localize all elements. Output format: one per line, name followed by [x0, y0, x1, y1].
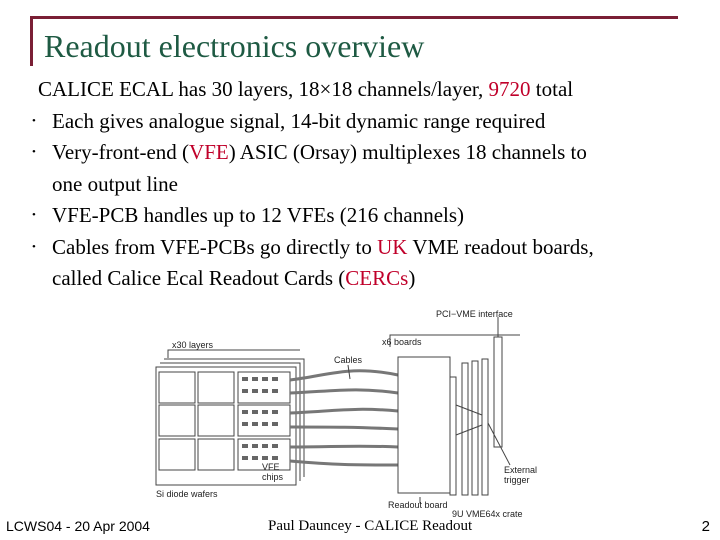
vfe-highlight: VFE [189, 140, 229, 164]
label-cables: Cables [334, 355, 363, 365]
bullet-4-cont-b: ) [408, 266, 416, 290]
vfe-chips [242, 377, 278, 460]
label-chips: chips [262, 472, 284, 482]
times-symbol: × [319, 77, 332, 101]
readout-board-edge [449, 376, 457, 496]
bullet-icon: • [32, 209, 36, 221]
intro-line: CALICE ECAL has 30 layers, 18×18 channel… [38, 74, 698, 106]
vfe-pcb [237, 404, 291, 437]
wafer-block [197, 404, 235, 437]
label-vfe: VFE [262, 462, 280, 472]
wafer-block [197, 371, 235, 404]
boards-bracket [389, 334, 520, 347]
bullet-1-text: Each gives analogue signal, 14-bit dynam… [52, 108, 546, 133]
intro-text-a: CALICE ECAL has 30 layers, 18 [38, 77, 320, 101]
total-channels: 9720 [488, 77, 531, 101]
layers-bracket [167, 349, 300, 358]
bullet-2-text-a: Very-front-end ( [52, 140, 190, 164]
bullet-2-text-b: ) ASIC (Orsay) multiplexes 18 channels t… [228, 140, 587, 164]
label-readout-board: Readout board [388, 500, 448, 510]
label-x6-boards: x6 boards [382, 337, 422, 347]
bullet-2-continuation: one output line [52, 171, 178, 196]
wafer-block [158, 371, 196, 404]
title-bar: Readout electronics overview [30, 16, 678, 66]
bullet-4: •Cables from VFE-PCBs go directly to UK … [32, 232, 698, 264]
bullet-4-continuation: called Calice Ecal Readout Cards (CERCs) [38, 263, 698, 295]
trigger-line [455, 424, 483, 436]
bullet-1: • Each gives analogue signal, 14-bit dyna… [32, 106, 698, 138]
slide-title: Readout electronics overview [44, 28, 425, 64]
label-pci-vme: PCI−VME interface [436, 309, 513, 319]
bullet-4-cont-a: called Calice Ecal Readout Cards ( [52, 266, 346, 290]
title-left-rule [30, 16, 33, 66]
board-slot [481, 358, 489, 496]
bullet-4-text-b: VME readout boards, [407, 234, 594, 259]
label-vme-crate: 9U VME64x crate [452, 509, 523, 517]
wafer-block [158, 438, 196, 471]
bullet-icon: • [32, 114, 36, 127]
layer-outline-back2 [164, 358, 305, 477]
page-number: 2 [701, 518, 710, 535]
slide-body: CALICE ECAL has 30 layers, 18×18 channel… [32, 74, 698, 295]
bullet-icon: • [32, 240, 36, 253]
trigger-line [455, 404, 483, 416]
label-external: External [504, 465, 537, 475]
footer-date: LCWS04 - 20 Apr 2004 [6, 518, 150, 534]
bullet-2: • Very-front-end (VFE) ASIC (Orsay) multi… [32, 137, 698, 169]
board-slot [471, 360, 479, 496]
bullet-3: • VFE-PCB handles up to 12 VFEs (216 chan… [32, 200, 698, 232]
bullet-4-text-a: Cables from VFE-PCBs go directly to [52, 234, 378, 259]
wafer-block [197, 438, 235, 471]
board-slot [461, 362, 469, 496]
readout-board [397, 356, 451, 494]
bullet-icon: • [32, 146, 36, 158]
cables [289, 369, 399, 467]
cables-pointer [347, 364, 351, 380]
readout-diagram: x30 layers Cables x6 boards PCI−VME inte… [155, 309, 537, 517]
footer-author: Paul Dauncey - CALICE Readout [268, 518, 473, 534]
intro-text-b: 18 channels/layer, [331, 77, 489, 101]
layer-outline [155, 366, 297, 486]
intro-text-c: total [530, 77, 574, 101]
title-top-rule [30, 16, 678, 19]
layer-outline-back [160, 362, 301, 481]
label-si-wafers: Si diode wafers [156, 489, 218, 499]
vfe-pcb [237, 438, 291, 471]
pci-vme-board [493, 336, 503, 448]
trigger-cable [487, 422, 511, 466]
label-x30-layers: x30 layers [172, 340, 214, 350]
bullet-3-text: VFE-PCB handles up to 12 VFEs (216 chann… [52, 203, 465, 227]
vfe-pcb [237, 371, 291, 404]
label-trigger: trigger [504, 475, 530, 485]
wafer-block [158, 404, 196, 437]
uk-highlight: UK [377, 234, 408, 259]
cercs-highlight: CERCs [345, 266, 409, 290]
